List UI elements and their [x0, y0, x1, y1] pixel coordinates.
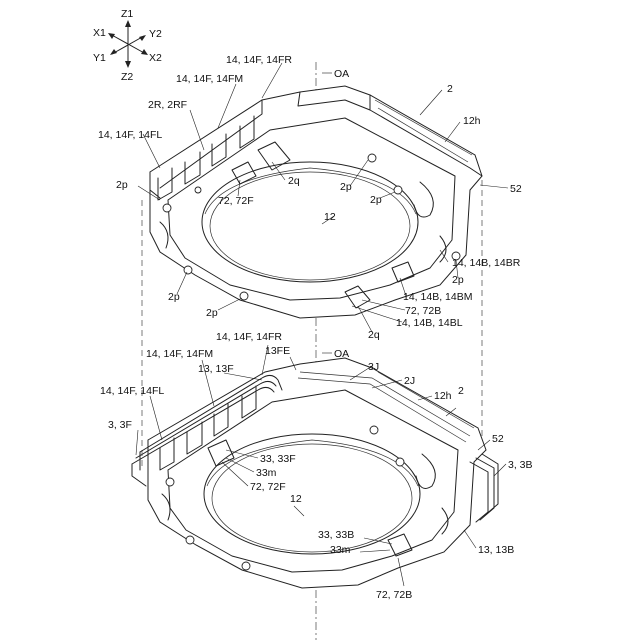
top-label-72b: 72, 72B	[405, 305, 441, 317]
top-label-14bm: 14, 14B, 14BM	[403, 291, 472, 303]
bottom-label-72b: 72, 72B	[376, 589, 412, 601]
bottom-label-3b: 3, 3B	[508, 459, 533, 471]
top-hole-bottom-left	[184, 266, 192, 274]
bottom-label-oa: OA	[334, 348, 349, 360]
bottom-label-3j: 3J	[368, 361, 379, 373]
bottom-label-14fl: 14, 14F, 14FL	[100, 385, 164, 397]
axis-x1-label: X1	[93, 27, 106, 39]
axis-y1-label: Y1	[93, 52, 106, 64]
top-label-72f: 72, 72F	[218, 195, 254, 207]
bottom-label-14fm: 14, 14F, 14FM	[146, 348, 213, 360]
bottom-label-14fr: 14, 14F, 14FR	[216, 331, 282, 343]
top-label-14fl: 14, 14F, 14FL	[98, 129, 162, 141]
bottom-label-3f: 3, 3F	[108, 419, 132, 431]
bottom-label-13f: 13, 13F	[198, 363, 234, 375]
top-holder-body	[150, 86, 482, 318]
bottom-label-33m-b: 33m	[330, 544, 351, 556]
bottom-label-72f: 72, 72F	[250, 481, 286, 493]
top-hole-bottom	[240, 292, 248, 300]
bottom-hole-bottom-left	[186, 536, 194, 544]
bottom-hole-mid	[370, 426, 378, 434]
top-label-2p-left: 2p	[116, 179, 128, 191]
bottom-label-33m-a: 33m	[256, 467, 277, 479]
bottom-hole-right-mid	[396, 458, 404, 466]
top-label-2p-bottom: 2p	[206, 307, 218, 319]
bottom-label-2: 2	[458, 385, 464, 397]
axis-x2-label: X2	[149, 52, 162, 64]
top-label-2p-mid2: 2p	[370, 194, 382, 206]
top-hole-left	[163, 204, 171, 212]
bottom-label-33f: 33, 33F	[260, 453, 296, 465]
top-label-oa: OA	[334, 68, 349, 80]
top-hole-small	[195, 187, 201, 193]
bottom-hole-bottom	[242, 562, 250, 570]
axis-y2-label: Y2	[149, 28, 162, 40]
top-label-14br: 14, 14B, 14BR	[452, 257, 521, 269]
top-label-14fm: 14, 14F, 14FM	[176, 73, 243, 85]
bottom-label-12: 12	[290, 493, 302, 505]
top-label-12: 12	[324, 211, 336, 223]
bottom-label-2j: 2J	[404, 375, 415, 387]
top-label-2p-bottom-left: 2p	[168, 291, 180, 303]
top-label-12h: 12h	[463, 115, 481, 127]
bottom-label-13b: 13, 13B	[478, 544, 514, 556]
top-label-14fr: 14, 14F, 14FR	[226, 54, 292, 66]
axis-z1-label: Z1	[121, 8, 133, 20]
top-label-2r: 2R, 2RF	[148, 99, 187, 111]
top-label-2q-bottom: 2q	[368, 329, 380, 341]
top-label-2: 2	[447, 83, 453, 95]
top-label-2p-right: 2p	[452, 274, 464, 286]
top-label-14bl: 14, 14B, 14BL	[396, 317, 463, 329]
top-label-2q-top: 2q	[288, 175, 300, 187]
top-hole-mid	[368, 154, 376, 162]
bottom-label-13fe: 13FE	[265, 345, 290, 357]
bottom-label-33b: 33, 33B	[318, 529, 354, 541]
bottom-hole-left	[166, 478, 174, 486]
top-label-52: 52	[510, 183, 522, 195]
top-holder-assembly	[150, 86, 482, 318]
axis-z2-label: Z2	[121, 71, 133, 83]
top-label-2p-mid1: 2p	[340, 181, 352, 193]
top-hole-right-mid	[394, 186, 402, 194]
bottom-label-52: 52	[492, 433, 504, 445]
bottom-label-12h: 12h	[434, 390, 452, 402]
axis-indicator: Z1 Z2 X1 X2 Y1 Y2	[93, 8, 162, 83]
